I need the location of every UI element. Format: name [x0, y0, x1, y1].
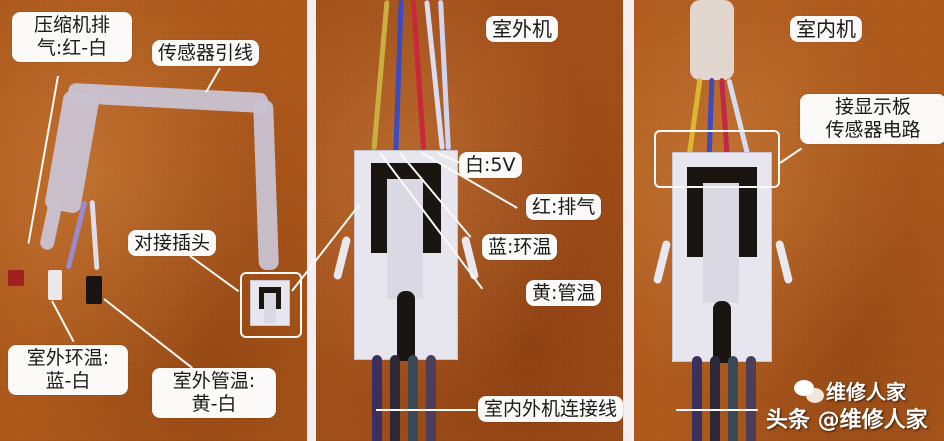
label-display-board: 接显示板 传感器电路 [800, 94, 944, 144]
cable-4 [426, 355, 436, 441]
mating-plug-highlight [240, 272, 302, 338]
display-board-highlight [654, 130, 780, 188]
latch-right [774, 239, 794, 285]
sensor-cable-right [253, 99, 279, 271]
label-mating-plug: 对接插头 [128, 230, 217, 256]
outdoor-connector [354, 150, 458, 361]
leader-sensor-lead [205, 67, 221, 93]
label-blue-ambient: 蓝:环温 [482, 234, 558, 260]
cable-4 [746, 356, 756, 441]
panel-divider-2 [623, 0, 632, 441]
label-sensor-lead: 传感器引线 [152, 40, 260, 66]
cable-3 [728, 356, 738, 441]
label-white-5v: 白:5V [459, 152, 522, 178]
panel-outdoor-unit: 室外机 白:5V 红:排气 蓝:环温 黄:管温 [316, 0, 623, 441]
leader-mating-plug [189, 255, 240, 293]
cable-2 [390, 355, 400, 441]
watermark-brand: 维修人家 [826, 380, 906, 404]
braided-sleeve [690, 0, 734, 80]
cable-2 [710, 356, 720, 441]
leader-connection-cable [376, 409, 476, 411]
latch-left [652, 239, 672, 285]
panel-sensor-harness: 压缩机排 气:红-白 传感器引线 对接插头 室外环温: 蓝-白 室外管温: 黄-… [0, 0, 307, 441]
plug-black [86, 276, 102, 304]
cable-1 [372, 355, 382, 441]
wire-yellow [371, 0, 390, 150]
label-outdoor-pipe-temp: 室外管温: 黄-白 [152, 368, 276, 418]
cable-1 [692, 356, 702, 441]
label-yellow-pipe: 黄:管温 [526, 280, 602, 306]
panel-title-outdoor: 室外机 [486, 16, 558, 42]
leader-outdoor-ambient-temp [51, 300, 75, 343]
leader-display-board [779, 147, 803, 164]
leader-connection-cable-right [676, 409, 758, 411]
cable-3 [408, 355, 418, 441]
panel-indoor-unit: 室内机 接显示板 传感器电路 维修人家 头条 @维修人家 [634, 0, 944, 441]
plug-white [48, 270, 62, 300]
wire-red [410, 0, 427, 150]
sensor-cable-lower [38, 199, 64, 251]
label-red-exhaust: 红:排气 [526, 194, 602, 220]
wire-white [89, 199, 100, 271]
label-compressor-exhaust: 压缩机排 气:红-白 [12, 12, 132, 62]
mating-plug [250, 280, 290, 326]
plug-red [8, 270, 24, 286]
panel-title-indoor: 室内机 [790, 16, 862, 42]
wire-blue [393, 0, 404, 153]
watermark-text: 头条 @维修人家 [766, 408, 928, 433]
wechat-icon [794, 380, 824, 404]
label-outdoor-ambient-temp: 室外环温: 蓝-白 [8, 345, 128, 395]
panel-divider-1 [307, 0, 316, 441]
label-connection-cable: 室内外机连接线 [478, 396, 624, 422]
latch-left [332, 235, 352, 281]
